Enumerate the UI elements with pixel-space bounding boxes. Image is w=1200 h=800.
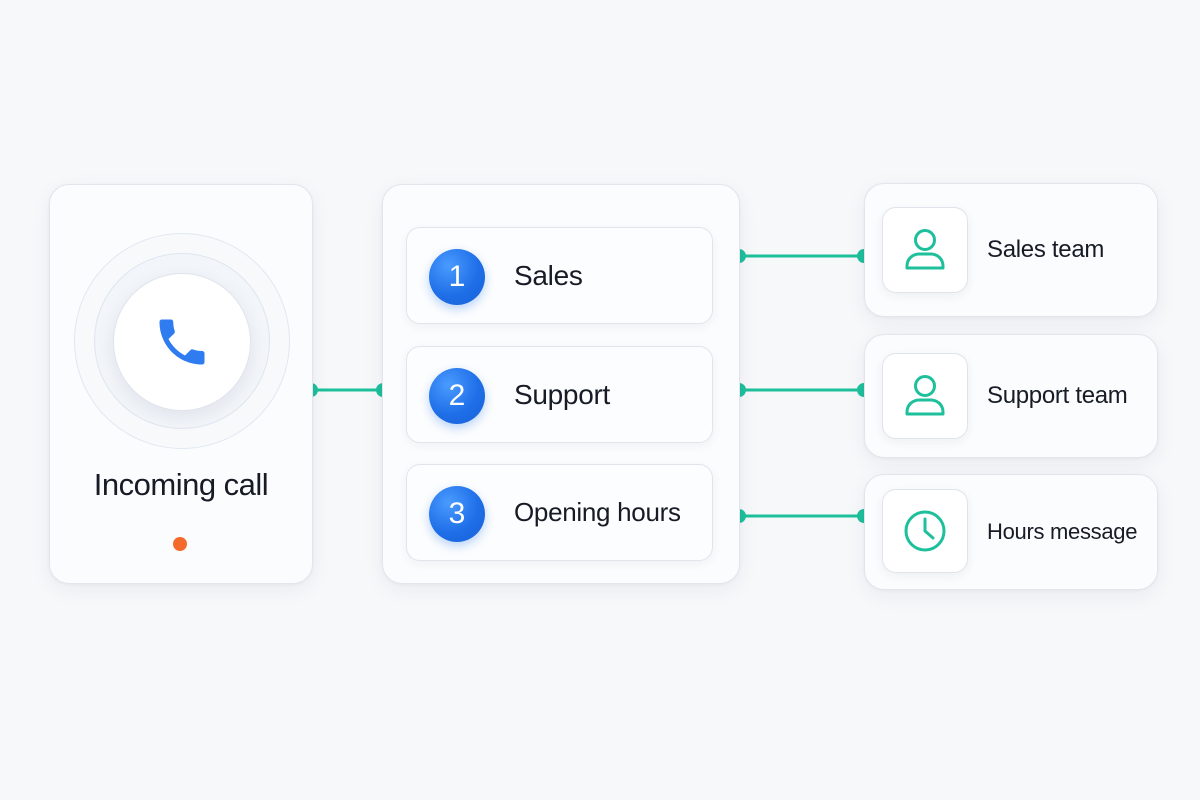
destination-label: Support team [987,382,1128,409]
destination-sales-team[interactable]: Sales team [864,183,1158,317]
menu-option-support[interactable]: 2 Support [406,346,713,443]
clock-icon [904,510,946,552]
connector-support [732,383,871,397]
option-number-badge: 2 [429,368,485,424]
destination-icon-box [882,353,968,439]
incoming-call-label: Incoming call [93,467,269,502]
destination-hours-message[interactable]: Hours message [864,474,1158,590]
ivr-menu-card: 1 Sales 2 Support 3 Opening hours [382,184,740,584]
menu-option-opening-hours[interactable]: 3 Opening hours [406,464,713,561]
incoming-call-card: Incoming call [49,184,313,584]
call-status-dot [173,537,187,551]
connector-hours [732,509,871,523]
option-number-badge: 3 [429,486,485,542]
destination-label: Sales team [987,236,1105,263]
connector-call-to-menu [304,383,390,397]
option-label: Sales [514,259,583,291]
menu-option-sales[interactable]: 1 Sales [406,227,713,324]
person-icon [905,229,945,270]
phone-button[interactable] [113,273,251,411]
destination-support-team[interactable]: Support team [864,334,1158,458]
connector-sales [732,249,871,263]
person-icon [905,375,945,416]
destination-label: Hours message [987,519,1138,544]
option-number-badge: 1 [429,249,485,305]
destination-icon-box [882,207,968,293]
destination-icon-box [882,489,968,573]
option-label: Opening hours [514,497,681,527]
phone-icon [159,319,205,365]
option-label: Support [514,378,610,410]
